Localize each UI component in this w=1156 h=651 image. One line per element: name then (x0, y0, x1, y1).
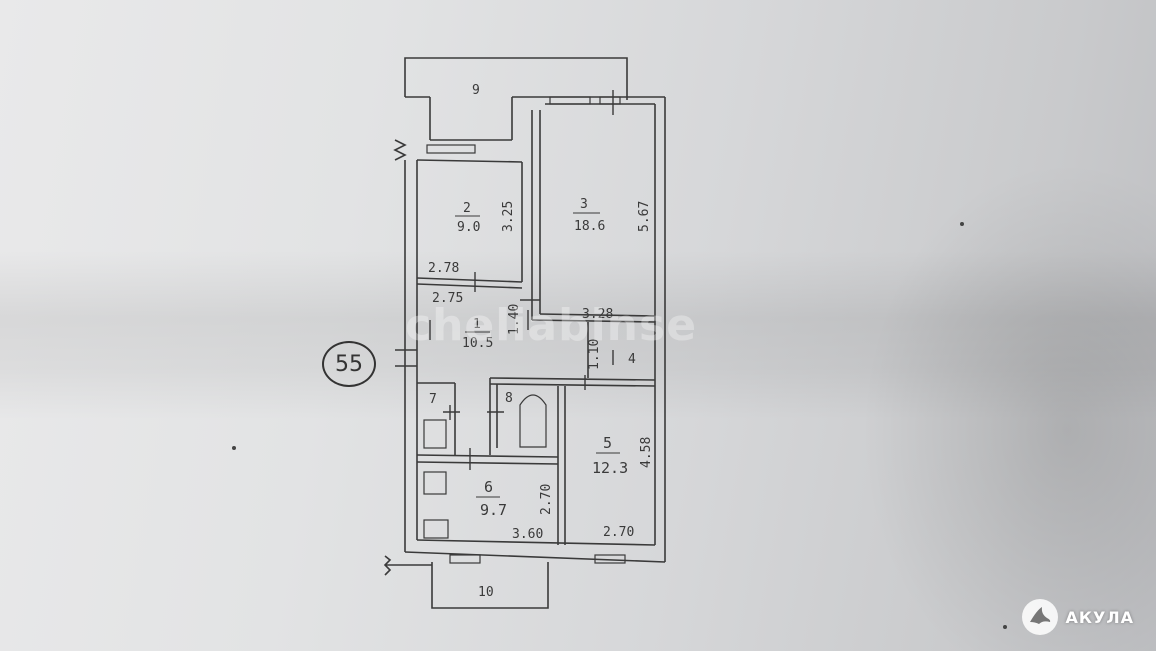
room-7-number: 7 (429, 392, 437, 407)
lighting-shadow (0, 250, 1156, 420)
room-9-label: 9 (472, 83, 480, 98)
plan-walls (383, 57, 666, 609)
dim-3-60: 3.60 (512, 527, 543, 542)
paper-speck (960, 222, 964, 226)
brand-name: АКУЛА (1065, 607, 1134, 627)
room-2-area: 9.0 (457, 220, 480, 235)
room-1-area: 10.5 (462, 336, 493, 351)
room-4-dim: 1.10 (587, 339, 602, 370)
room-6-dim: 2.70 (539, 484, 554, 515)
plan-number: 55 (335, 351, 363, 377)
paper-speck (232, 446, 236, 450)
bathtub-icon (519, 394, 547, 448)
watermark-text: cheliabinse (405, 300, 698, 351)
room-2-number: 2 (463, 201, 471, 216)
room-5-number: 5 (603, 434, 612, 452)
counter-icon (423, 471, 447, 495)
shark-icon (1021, 599, 1058, 635)
plan-number-badge: 55 (322, 341, 376, 387)
room-2-dim: 3.25 (501, 201, 516, 232)
plan-fixtures (423, 394, 547, 539)
plan-doors (429, 90, 614, 470)
lighting-shadow-right (860, 160, 1156, 651)
dim-3-28: 3.28 (582, 307, 613, 322)
dim-2-75: 2.75 (432, 291, 463, 306)
sink-icon (423, 419, 447, 449)
stove-icon (423, 519, 449, 539)
room-3-number: 3 (580, 197, 588, 212)
room-10-label: 10 (478, 585, 494, 600)
room-3-area: 18.6 (574, 219, 605, 234)
room-1-number: 1 (473, 317, 481, 332)
room-4-number: 4 (628, 352, 636, 367)
room-5-dim: 4.58 (639, 437, 654, 468)
plan-windows (426, 96, 626, 564)
room-1-dim: 1.40 (507, 304, 522, 335)
room-8-number: 8 (505, 391, 513, 406)
paper-speck (1003, 625, 1007, 629)
dim-2-70: 2.70 (603, 525, 634, 540)
room-6-number: 6 (484, 478, 493, 496)
room-5-area: 12.3 (592, 459, 628, 477)
room-6-area: 9.7 (480, 501, 507, 519)
dim-2-78: 2.78 (428, 261, 459, 276)
room-3-dim: 5.67 (637, 201, 652, 232)
brand-watermark: АКУЛА (1021, 599, 1134, 635)
